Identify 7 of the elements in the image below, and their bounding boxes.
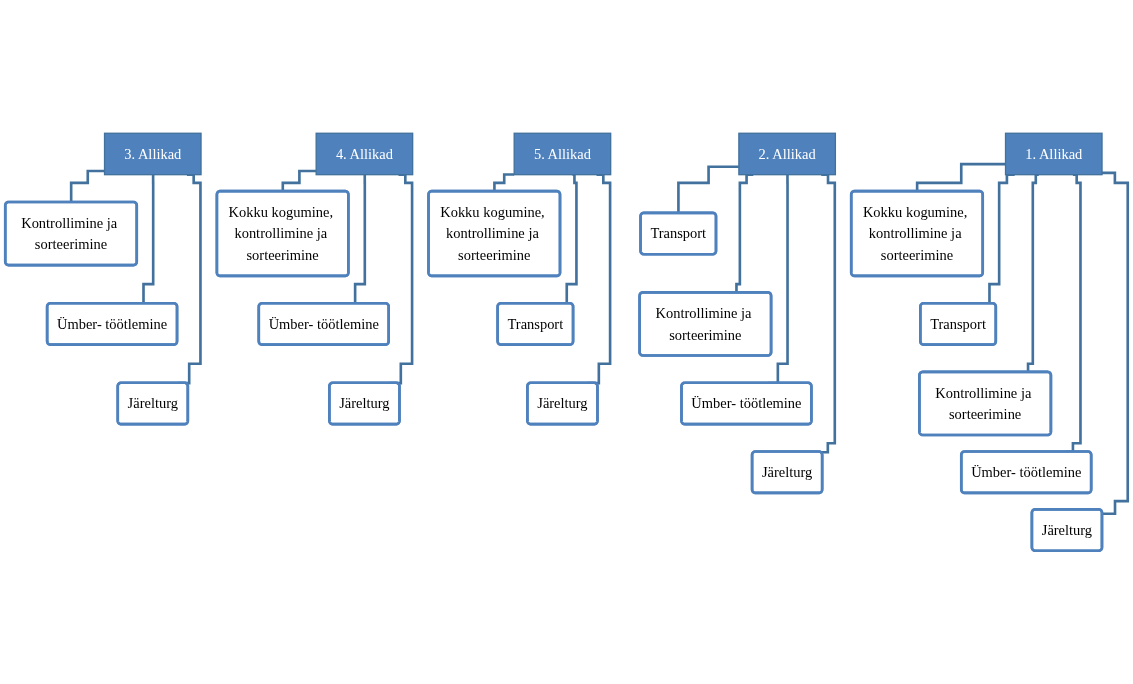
- node-box: 3. Allikad: [103, 132, 202, 176]
- node-box: 1. Allikad: [1004, 132, 1103, 176]
- node-box: 2. Allikad: [738, 132, 837, 176]
- connector: [1102, 171, 1130, 515]
- node-box: 5. Allikad: [513, 132, 612, 176]
- node-box: 4. Allikad: [315, 132, 414, 176]
- connector: [820, 173, 837, 454]
